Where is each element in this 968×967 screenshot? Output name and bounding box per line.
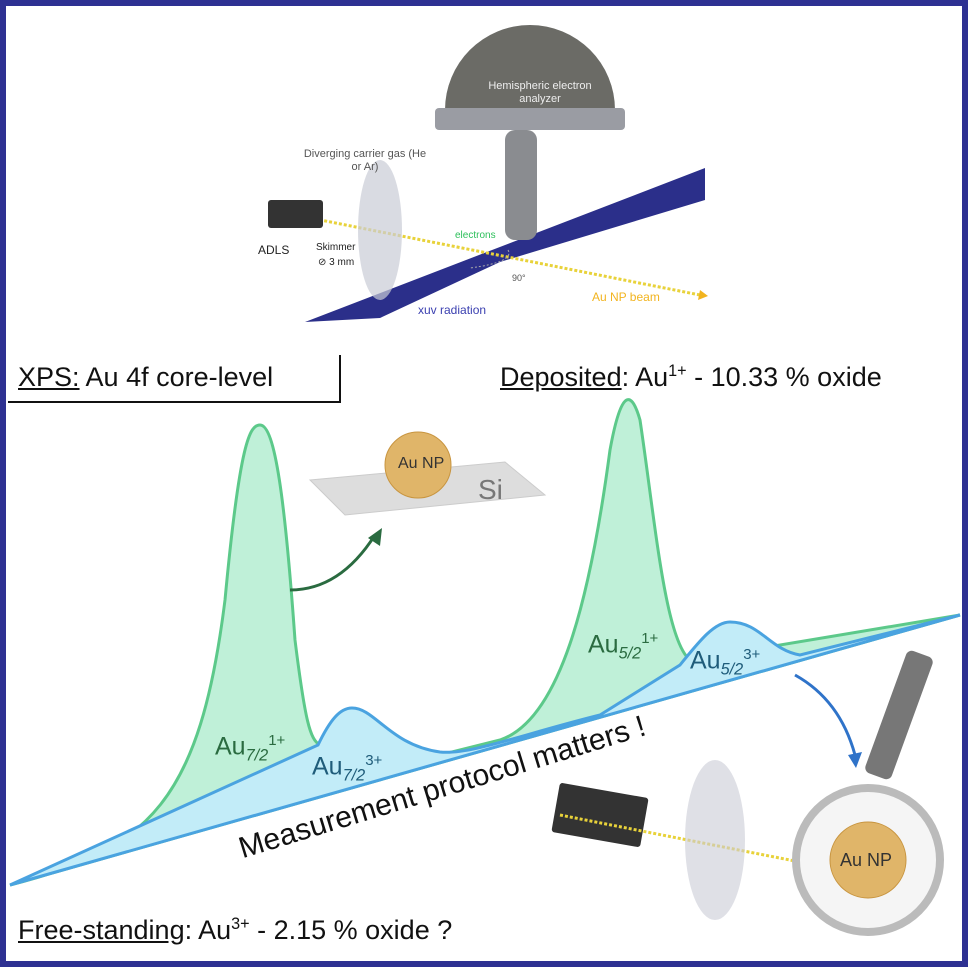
skimmer-label: Skimmer bbox=[316, 242, 356, 253]
beam-label: Au NP beam bbox=[592, 290, 660, 304]
analyzer-nozzle bbox=[505, 130, 537, 240]
peak-label-au72-3: Au7/23+ bbox=[312, 752, 383, 785]
deposited-title: Deposited: Au1+ - 10.33 % oxide bbox=[500, 362, 882, 392]
analyzer-dome bbox=[445, 25, 615, 110]
arrow-to-substrate bbox=[289, 534, 377, 592]
analyzer-label: Hemispheric electron analyzer bbox=[488, 80, 592, 105]
xuv-beam bbox=[305, 168, 705, 322]
free-standing-title: Free-standing: Au3+ - 2.15 % oxide ? bbox=[18, 915, 453, 945]
np-beam-line bbox=[279, 210, 701, 297]
np-particle bbox=[384, 431, 452, 499]
magnifier-handle bbox=[865, 650, 933, 780]
np-particle-2 bbox=[829, 821, 907, 899]
blue-peaks bbox=[9, 613, 961, 887]
gas-cloud bbox=[358, 160, 402, 300]
peak-label-au52-1: Au5/21+ bbox=[588, 630, 659, 663]
angle-arc bbox=[469, 249, 510, 269]
analyzer-flange bbox=[435, 108, 625, 130]
np-label-2: Au NP bbox=[840, 850, 893, 870]
xuv-label: xuv radiation bbox=[418, 303, 487, 317]
arrow-to-magnifier bbox=[794, 673, 857, 756]
gas-cloud-2 bbox=[685, 760, 745, 920]
adls-label: ADLS bbox=[258, 243, 290, 257]
np-beam-arrow bbox=[698, 290, 708, 300]
peak-label-au72-1: Au7/21+ bbox=[215, 732, 286, 765]
green-peaks bbox=[9, 398, 961, 887]
skimmer-size: ⊘ 3 mm bbox=[318, 257, 355, 268]
np-beam-line-2 bbox=[559, 813, 801, 864]
gas-label: Diverging carrier gas (He or Ar) bbox=[303, 148, 427, 173]
np-label: Au NP bbox=[398, 455, 445, 472]
arrow-head bbox=[368, 528, 382, 546]
si-label: Si bbox=[478, 474, 503, 505]
xps-box bbox=[8, 355, 341, 403]
angle-label: 90° bbox=[512, 273, 526, 283]
adls-device bbox=[268, 200, 323, 228]
xps-title: XPS: Au 4f core-level bbox=[18, 362, 274, 392]
electrons-label: electrons bbox=[455, 230, 496, 241]
arrow-head-2 bbox=[848, 752, 862, 768]
peak-label-au52-3: Au5/23+ bbox=[690, 646, 761, 679]
adls-device-2 bbox=[551, 783, 649, 847]
